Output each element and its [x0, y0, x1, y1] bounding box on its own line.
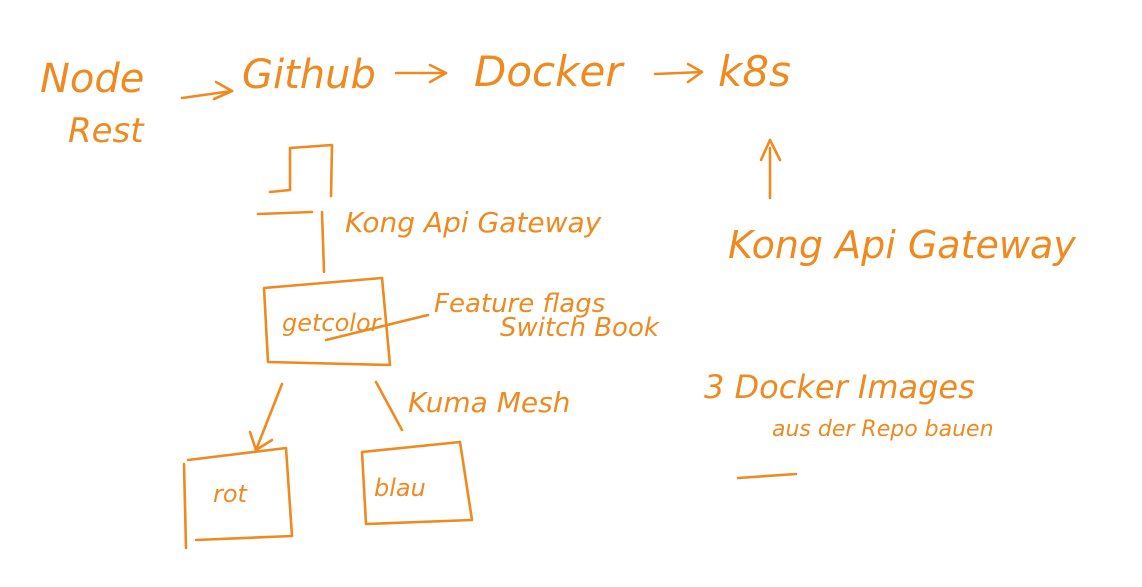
docker-label: Docker [474, 47, 625, 96]
note-underline [736, 472, 798, 480]
arrow-node-to-github [180, 80, 234, 101]
feature-flags-connector [324, 313, 430, 342]
getcolor-label: getcolor [282, 309, 383, 337]
rest-label: Rest [68, 111, 145, 151]
docker-images-note-line1: 3 Docker Images [704, 368, 975, 406]
kuma-mesh-label: Kuma Mesh [408, 386, 570, 419]
arrow-github-to-docker [394, 63, 448, 84]
arrow-up-to-k8s [759, 138, 782, 200]
rot-box-left-edge [182, 462, 188, 550]
connector-gateway-to-getcolor [320, 210, 326, 274]
feature-flags-label-line2: Switch Book [500, 313, 660, 343]
feature-flags-label-line1: Feature flags [434, 289, 605, 319]
blau-box [360, 440, 474, 526]
docker-images-note-line2: aus der Repo bauen [772, 417, 994, 442]
arrow-getcolor-to-rot [248, 382, 284, 452]
arrow-docker-to-k8s [653, 62, 704, 84]
kong-gateway-left-label: Kong Api Gateway [345, 206, 602, 239]
k8s-label: k8s [718, 47, 791, 96]
node-label: Node [40, 56, 144, 102]
connector-getcolor-to-blau [374, 380, 404, 432]
rot-label: rot [213, 480, 249, 508]
github-label: Github [242, 52, 376, 98]
getcolor-box [262, 276, 392, 367]
rot-box [186, 446, 294, 542]
github-cat-sketch [256, 143, 334, 216]
kong-gateway-right-label: Kong Api Gateway [728, 223, 1076, 267]
blau-label: blau [374, 474, 426, 502]
